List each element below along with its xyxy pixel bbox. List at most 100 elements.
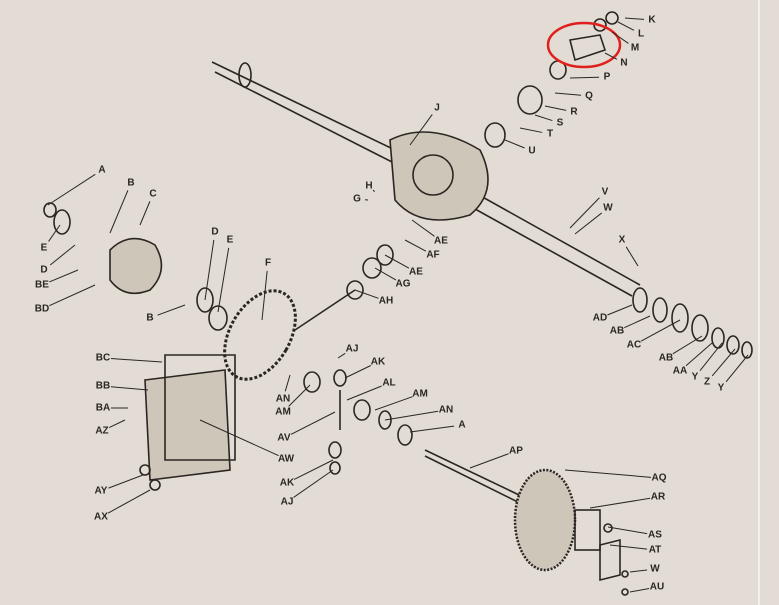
leader-line [372,189,376,193]
part-label: BB [95,380,111,392]
part-label: AS [648,529,662,541]
leader-line [48,224,61,242]
leader-line [611,31,629,44]
part-label: AH [378,295,394,307]
part-label: AW [277,453,295,465]
leader-line [569,76,600,79]
part-label: L [637,28,645,40]
leader-line [217,247,230,313]
leader-line [574,212,603,235]
leader-line [49,244,76,266]
leader-line [293,459,334,480]
leader-line [110,358,163,363]
part-label: AL [382,377,396,389]
leader-line [290,411,336,435]
part-label: Y [717,382,725,394]
part-label: V [601,186,609,198]
leader-line [110,386,149,391]
leader-line [411,219,435,237]
part-label: E [40,242,48,254]
part-label: A [458,419,466,431]
part-label: AZ [95,425,109,437]
leader-line [409,425,455,433]
part-label: Q [585,90,593,102]
part-label: H [365,180,373,192]
leader-line [711,348,736,377]
leader-line [49,269,79,283]
part-label: AM [275,406,291,418]
part-label: J [434,102,440,114]
part-label: D [40,264,48,276]
leader-line [629,569,648,573]
part-label: BC [95,352,111,364]
part-label: F [264,257,272,269]
part-label: AQ [651,472,667,484]
leader-line [469,453,509,469]
part-label: AT [648,544,662,556]
part-label: W [603,202,613,214]
leader-line [604,52,618,60]
carrier [109,237,163,295]
part-label: AP [509,445,523,457]
part-label: U [528,145,536,157]
leader-line [685,342,713,367]
part-label: AE [434,235,448,247]
part-label: AM [412,388,428,400]
part-label: BE [35,279,49,291]
leader-line [288,384,311,407]
leader-line [344,365,372,379]
leader-line [569,197,600,229]
part-label: AB [609,325,625,337]
leader-line [589,497,651,509]
part-label: Z [703,376,711,388]
part-label: AJ [280,496,294,508]
axle-housing [211,61,641,297]
part-label: AU [649,581,665,593]
part-label: R [570,106,578,118]
leader-line [625,246,639,267]
part-label: AC [626,339,642,351]
part-label: K [648,14,656,26]
leader-line [672,335,703,355]
part-label: AV [277,432,291,444]
part-label: AR [650,491,666,503]
part-label: AD [592,312,608,324]
part-label: AN [275,393,291,405]
part-label: B [127,177,135,189]
leader-line [108,474,144,489]
leader-line [534,114,553,122]
part-label: BD [34,303,50,315]
brake-drum [513,468,577,572]
part-label: M [630,42,640,54]
part-label: BA [95,402,111,414]
leader-line [699,342,723,372]
part-label: T [546,128,554,140]
part-label: A [98,164,106,176]
part-label: AX [94,511,108,523]
pinion [294,289,356,331]
leader-line [374,396,413,411]
leader-line [384,254,410,269]
leader-line [384,410,439,421]
part-label: S [556,117,564,129]
part-label: W [650,563,660,575]
leader-line [607,304,633,316]
leader-line [544,105,567,111]
leader-line [346,385,382,401]
leader-line [204,239,215,301]
leader-line [404,239,427,252]
leader-line [617,21,635,31]
part-label: Y [691,371,699,383]
part-label: AJ [345,343,359,355]
part-label: G [353,193,361,205]
leader-line [49,284,96,307]
part-label: AF [426,249,440,261]
leader-line [554,92,582,96]
part-label: AG [395,278,411,290]
leader-line [284,374,291,392]
leader-line [293,469,334,498]
leader-line [107,489,151,514]
leader-line [504,139,525,149]
leader-line [607,526,648,535]
